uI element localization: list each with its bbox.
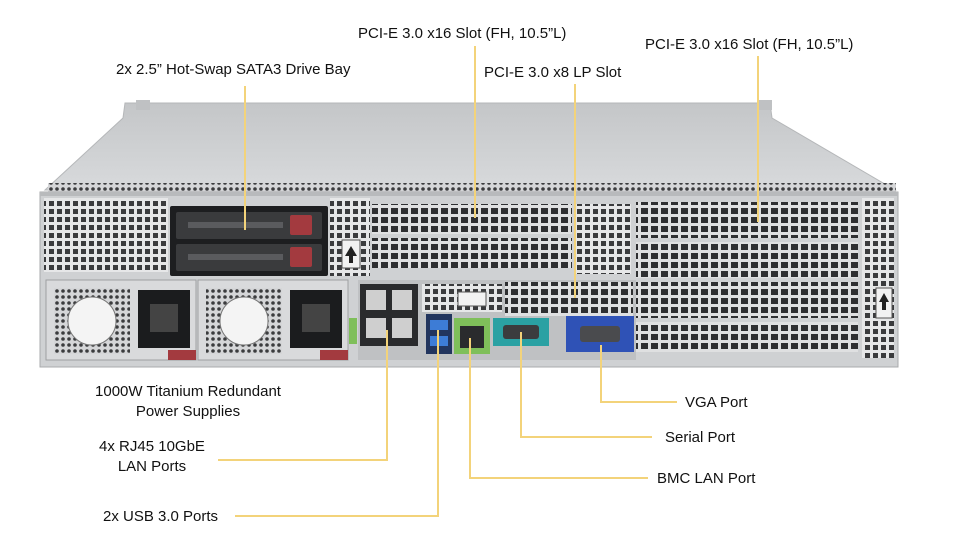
drive-release-button-1 [290, 215, 312, 235]
left-vent-2 [122, 198, 168, 272]
callout-bmc-lan-port: BMC LAN Port [657, 469, 755, 489]
callout-usb-ports: 2x USB 3.0 Ports [103, 507, 218, 527]
label-text: PCI-E 3.0 x16 Slot (FH, 10.5”L) [645, 36, 854, 53]
drive-bay-cage [170, 206, 328, 276]
left-vent [44, 198, 122, 272]
callout-lan-ports: 4x RJ45 10GbE LAN Ports [92, 437, 212, 477]
callout-pcie-x16-left: PCI-E 3.0 x16 Slot (FH, 10.5”L) [358, 24, 566, 44]
arrow-up-icon [345, 246, 357, 263]
psu-status-tab [349, 318, 357, 344]
callout-pcie-x8: PCI-E 3.0 x8 LP Slot [484, 63, 621, 83]
power-supply-1 [45, 279, 197, 361]
label-line-2: Power Supplies [135, 403, 241, 420]
callout-drive-bay: 2x 2.5” Hot-Swap SATA3 Drive Bay [116, 60, 351, 80]
leader-lines [218, 46, 759, 517]
power-supply-2 [197, 279, 349, 361]
callout-vga-port: VGA Port [685, 393, 748, 413]
pcie-x16-left-slots [372, 204, 572, 268]
io-panel [358, 280, 636, 360]
center-vent [575, 204, 631, 274]
callout-serial-port: Serial Port [665, 428, 735, 448]
label-text: 2x 2.5” Hot-Swap SATA3 Drive Bay [116, 61, 351, 78]
pcie-x8-lp-slot [505, 282, 633, 316]
label-text: BMC LAN Port [657, 470, 756, 487]
pcie-x16-right-slots [636, 202, 858, 352]
label-line-2: LAN Ports [117, 458, 187, 475]
label-line-1: 1000W Titanium Redundant [95, 383, 281, 400]
right-vent [862, 198, 894, 358]
label-text: VGA Port [685, 394, 748, 411]
callout-power-supplies: 1000W Titanium Redundant Power Supplies [70, 382, 306, 422]
chassis-top-cover [43, 100, 897, 193]
label-text: PCI-E 3.0 x16 Slot (FH, 10.5”L) [358, 25, 567, 42]
arrow-up-icon [879, 293, 889, 310]
label-text: PCI-E 3.0 x8 LP Slot [484, 64, 622, 81]
callout-pcie-x16-right: PCI-E 3.0 x16 Slot (FH, 10.5”L) [645, 35, 853, 55]
drive-release-button-2 [290, 247, 312, 267]
label-text: 2x USB 3.0 Ports [103, 508, 219, 525]
label-line-1: 4x RJ45 10GbE [99, 438, 205, 455]
label-text: Serial Port [665, 429, 736, 446]
